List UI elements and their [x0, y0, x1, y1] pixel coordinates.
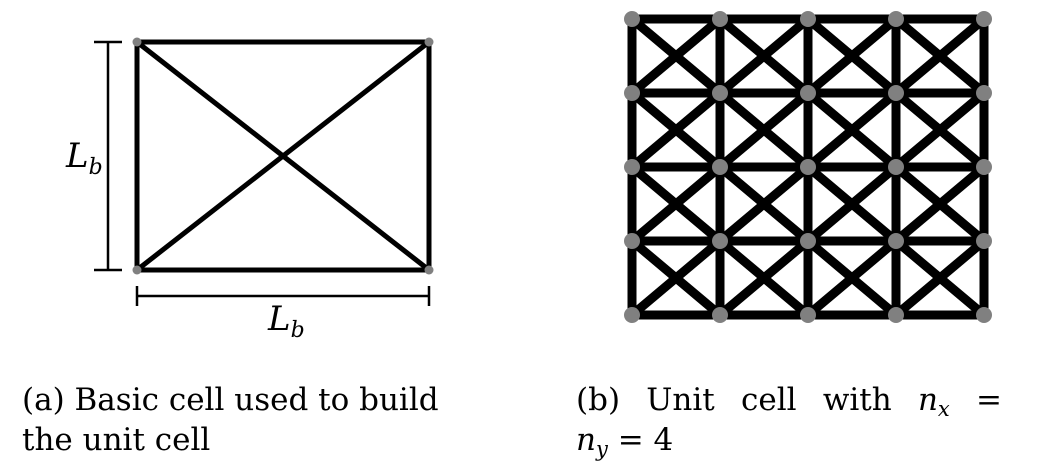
- caption-b-label: (b): [576, 382, 621, 418]
- caption-a-label: (a): [22, 382, 65, 418]
- diagonal-strut: [627, 162, 725, 246]
- basic-cell-node: [424, 37, 434, 47]
- lattice-node: [888, 307, 904, 323]
- diagonal-strut: [891, 88, 989, 172]
- caption-b-equals-2: =: [617, 422, 644, 458]
- lattice-node: [800, 307, 816, 323]
- lattice-node: [976, 85, 992, 101]
- lattice-node: [712, 233, 728, 249]
- caption-a-text-1: Basic cell used to build: [74, 382, 439, 418]
- lattice-node: [976, 11, 992, 27]
- lattice-node: [888, 11, 904, 27]
- unit-cell-nodes: [624, 11, 992, 323]
- diagonal-strut: [803, 162, 901, 246]
- diagonal-strut: [803, 236, 901, 320]
- diagonal-strut: [715, 236, 813, 320]
- lattice-node: [712, 159, 728, 175]
- lattice-node: [624, 11, 640, 27]
- caption-a-line-2: the unit cell: [22, 422, 211, 458]
- unit-cell-lattice: [624, 11, 992, 323]
- caption-a-line-1: (a) Basic cell used to build: [22, 380, 492, 420]
- lattice-node: [888, 159, 904, 175]
- basic-cell-struts: [134, 39, 432, 273]
- horizontal-dimension-line: [135, 286, 431, 306]
- diagonal-strut: [891, 14, 989, 98]
- dim-label-sub: b: [89, 155, 103, 180]
- lattice-node: [712, 307, 728, 323]
- dim-label-base: L: [65, 136, 89, 176]
- caption-a: (a) Basic cell used to build the unit ce…: [22, 380, 492, 460]
- caption-b-value: 4: [653, 422, 674, 458]
- diagonal-strut: [803, 14, 901, 98]
- vertical-dimension-line: [94, 40, 122, 272]
- lattice-node: [888, 233, 904, 249]
- diagonal-strut: [627, 14, 725, 98]
- diagonal-strut: [715, 162, 813, 246]
- lattice-node: [800, 159, 816, 175]
- lattice-node: [800, 85, 816, 101]
- caption-b-word-unit: Unit: [646, 382, 715, 418]
- diagonal-strut: [715, 88, 813, 172]
- basic-cell: Lb Lb: [65, 37, 434, 343]
- vertical-dimension-label: Lb: [65, 136, 103, 180]
- lattice-node: [976, 307, 992, 323]
- caption-b: (b) Unit cell with nx = ny = 4: [576, 380, 1016, 460]
- basic-cell-node: [132, 265, 142, 275]
- caption-b-line-1: (b) Unit cell with nx =: [576, 380, 1002, 420]
- horizontal-dimension-label: Lb: [267, 299, 305, 343]
- diagonal-strut: [627, 236, 725, 320]
- basic-cell-nodes: [132, 37, 434, 275]
- lattice-node: [976, 159, 992, 175]
- lattice-node: [888, 85, 904, 101]
- lattice-node: [624, 233, 640, 249]
- lattice-node: [712, 11, 728, 27]
- diagonal-strut: [891, 162, 989, 246]
- lattice-node: [624, 159, 640, 175]
- dim-label-base: L: [267, 299, 291, 339]
- lattice-node: [976, 233, 992, 249]
- diagonal-strut: [715, 14, 813, 98]
- lattice-node: [800, 233, 816, 249]
- basic-cell-node: [132, 37, 142, 47]
- lattice-node: [712, 85, 728, 101]
- basic-cell-node: [424, 265, 434, 275]
- basic-cell-diagonal-2: [134, 39, 432, 273]
- dim-label-sub: b: [291, 318, 305, 343]
- diagonal-strut: [803, 88, 901, 172]
- caption-b-var-ny: ny: [576, 422, 608, 461]
- caption-b-line-2: ny = 4: [576, 420, 1016, 460]
- lattice-node: [800, 11, 816, 27]
- diagonal-strut: [627, 88, 725, 172]
- lattice-node: [624, 307, 640, 323]
- caption-b-equals-1: =: [976, 382, 1002, 418]
- diagonal-strut: [891, 236, 989, 320]
- caption-b-word-cell: cell: [741, 382, 797, 418]
- caption-b-var-nx: nx: [917, 382, 950, 421]
- lattice-node: [624, 85, 640, 101]
- caption-b-word-with: with: [822, 382, 892, 418]
